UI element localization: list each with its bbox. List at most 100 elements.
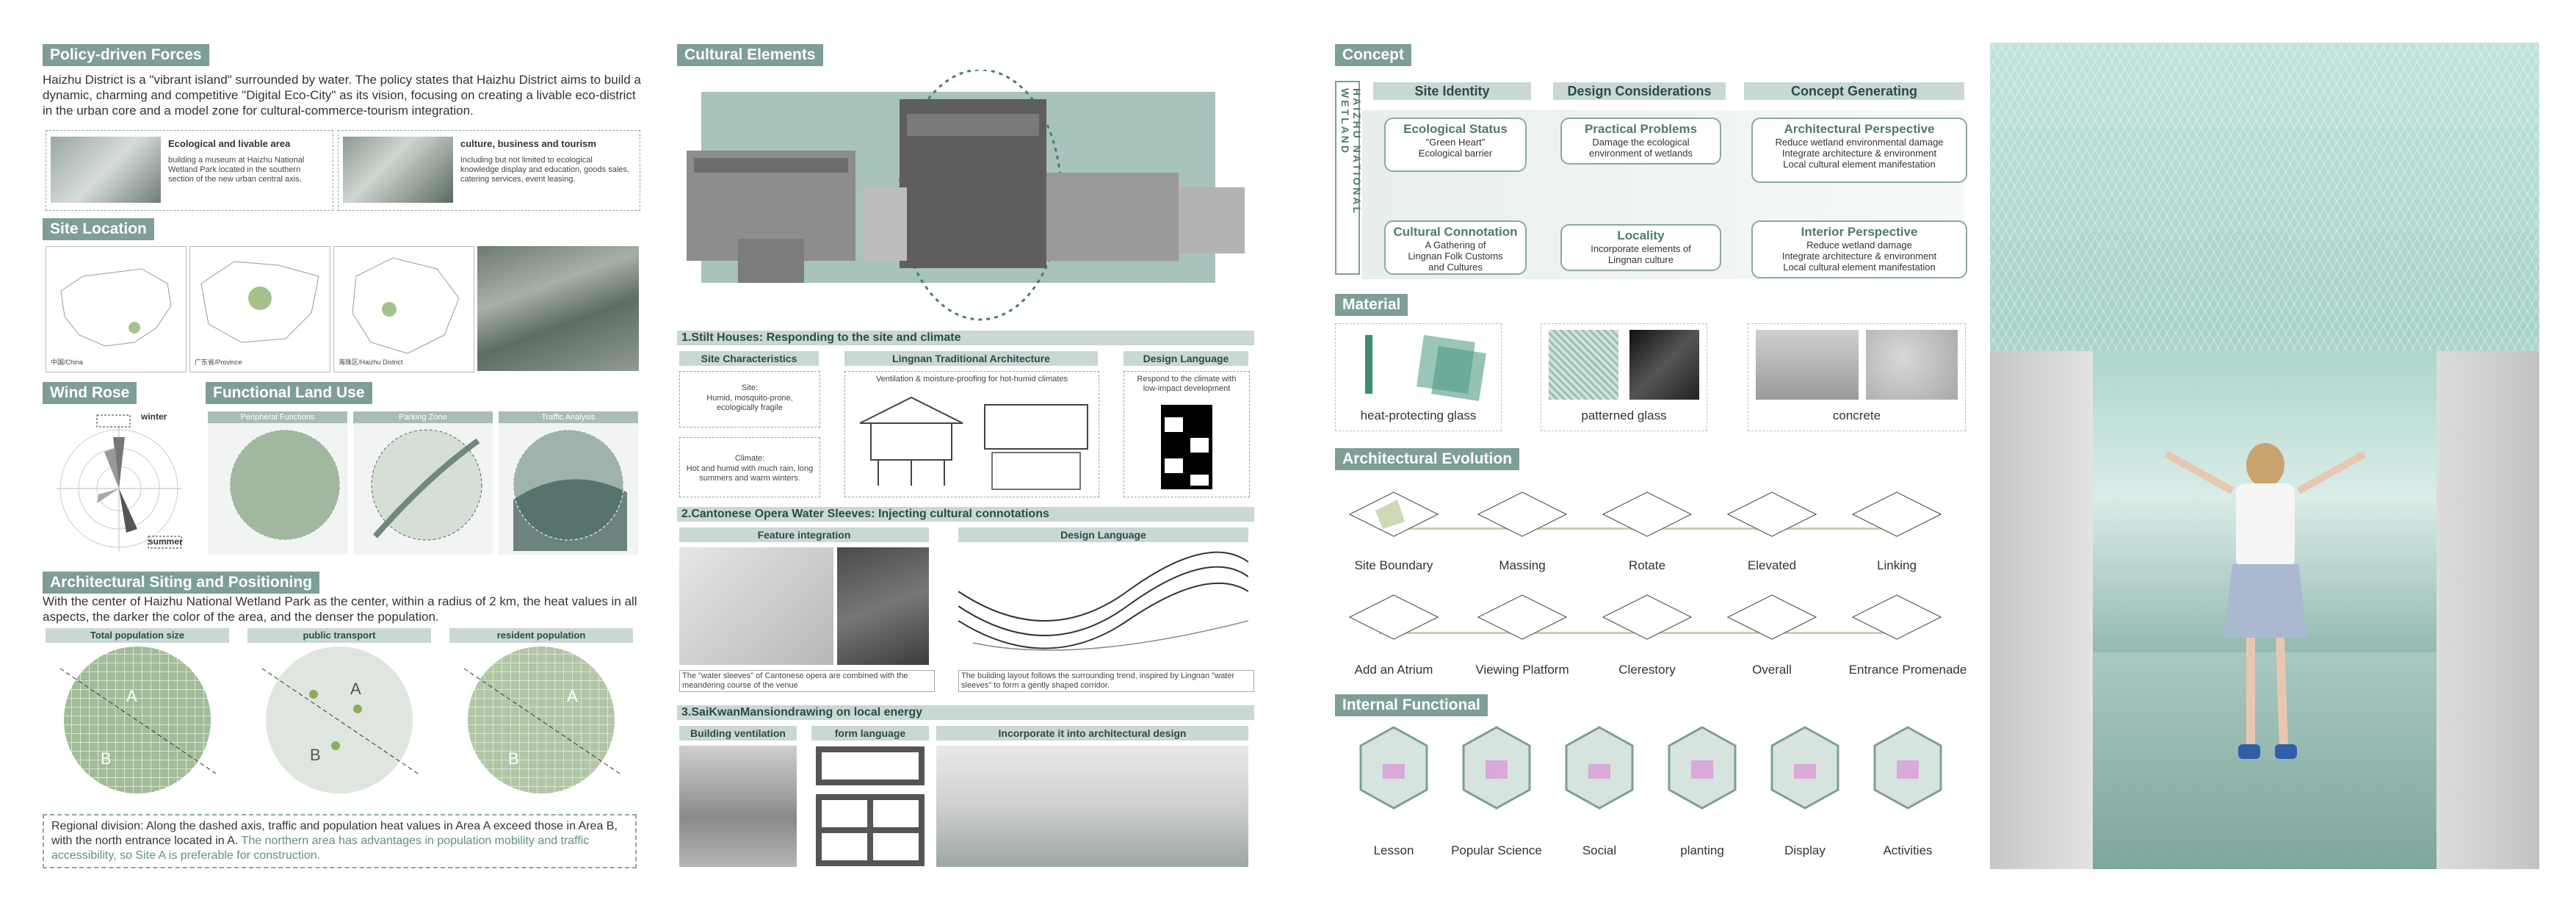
- concrete-section: [1756, 330, 1859, 400]
- function-planting: planting: [1680, 843, 1724, 857]
- land-use-panels: Peripheral Functions Parking Zone Traffi…: [208, 411, 638, 558]
- left-wall: [1990, 351, 2093, 869]
- stilt-houses-header: 1.Stilt Houses: Responding to the site a…: [677, 331, 1254, 345]
- district-outline-icon: [352, 257, 460, 354]
- grid-pattern-icon: [1161, 405, 1212, 489]
- map-province-label: 广东省/Province: [195, 359, 242, 366]
- function-popular-science: Popular Science: [1451, 843, 1542, 857]
- map-china: 中国/China: [46, 246, 187, 372]
- patterned-glass-swatch-1: [1549, 330, 1618, 400]
- heat-grid-2: [261, 647, 421, 793]
- site-satellite-photo: [477, 246, 639, 371]
- heat-map-title-3: resident population: [449, 628, 633, 643]
- evolution-header: Architectural Evolution: [1335, 448, 1520, 470]
- box-title: Cultural Connotation: [1393, 225, 1518, 239]
- concept-side-label: HAIZHU NATIONAL WETLAND: [1335, 81, 1363, 275]
- area-a-label-3: A: [567, 687, 578, 705]
- material-label-3: concrete: [1832, 408, 1881, 422]
- design-language-caption-1: Respond to the climate with low-impact d…: [1137, 375, 1237, 393]
- heat-grid-3: [463, 647, 623, 793]
- land-use-panel-3: Traffic Analysis: [499, 411, 638, 555]
- design-language-title-1: Design Language: [1124, 351, 1248, 366]
- heat-map-resident: resident population A B: [449, 628, 633, 797]
- evo-overall: Overall: [1752, 663, 1792, 677]
- eco-card-title: Ecological and livable area: [168, 138, 291, 149]
- concept-col-site-identity: Site Identity: [1373, 82, 1531, 100]
- site-box-text: Humid, mosquito-prone, ecologically frag…: [706, 394, 793, 412]
- opera-performer-photo: [679, 547, 833, 665]
- heat-map-title-1: Total population size: [46, 628, 229, 643]
- site-location-header: Site Location: [43, 218, 154, 240]
- box-desc: Reduce wetland damage Integrate architec…: [1781, 240, 1937, 273]
- culture-card-text: Including but not limited to ecological …: [460, 156, 629, 184]
- land-use-header: Functional Land Use: [206, 382, 372, 404]
- interior-rendering: [936, 746, 1248, 867]
- evo-clerestory: Clerestory: [1618, 663, 1676, 677]
- land-use-panel-1: Peripheral Functions: [208, 411, 347, 555]
- land-use-map-3: [513, 429, 627, 551]
- lingnan-architecture-title: Lingnan Traditional Architecture: [844, 351, 1098, 366]
- map-province: 广东省/Province: [189, 246, 330, 372]
- heat-glass-icon: [1365, 335, 1486, 401]
- material-header: Material: [1335, 294, 1408, 316]
- site-box-head: Site:: [741, 384, 758, 392]
- right-wall: [2436, 351, 2539, 869]
- function-lesson: Lesson: [1373, 843, 1414, 857]
- design-language-title-2: Design Language: [958, 527, 1248, 542]
- evolution-grid: Site Boundary Massing Rotate Elevated Li…: [1335, 478, 1989, 683]
- siting-header: Architectural Siting and Positioning: [43, 572, 320, 594]
- opera-caption-2: The building layout follows the surround…: [958, 670, 1254, 692]
- site-characteristics-title: Site Characteristics: [679, 351, 819, 366]
- heat-grid-1: [59, 647, 219, 793]
- climate-box-text: Hot and humid with much rain, long summe…: [686, 464, 814, 483]
- box-title: Interior Perspective: [1801, 225, 1918, 239]
- culture-card-title: culture, business and tourism: [460, 138, 596, 149]
- concrete-swatch: [1866, 330, 1958, 400]
- map-district: 海珠区/Haizhu District: [333, 246, 474, 372]
- area-b-label-2: B: [310, 746, 321, 764]
- heat-maps: Total population size A B public transpo…: [46, 628, 633, 804]
- concept-box-ecological: Ecological Status"Green Heart" Ecologica…: [1384, 118, 1527, 172]
- ventilation-photo: [679, 746, 797, 867]
- material-concrete: concrete: [1748, 323, 1966, 431]
- regional-note-highlight: The northern area has advantages in popu…: [51, 835, 590, 862]
- wind-rose-chart: [57, 414, 182, 551]
- eco-photo: [51, 137, 161, 203]
- land-use-map-1: [229, 429, 341, 541]
- policy-header: Policy-driven Forces: [43, 44, 209, 66]
- policy-card-eco: Ecological and livable area building a m…: [46, 130, 333, 211]
- concept-col-generating: Concept Generating: [1744, 82, 1964, 100]
- heat-map-title-2: public transport: [247, 628, 431, 643]
- land-tab-3: Traffic Analysis: [499, 411, 638, 423]
- box-desc: "Green Heart" Ecological barrier: [1418, 137, 1493, 159]
- evolution-axonometrics: [1348, 491, 1942, 640]
- patterned-glass-swatch-2: [1629, 330, 1699, 400]
- material-label-1: heat-protecting glass: [1360, 408, 1477, 422]
- stilt-house-sketches: [859, 396, 1088, 490]
- area-b-label-1: B: [101, 749, 112, 768]
- area-a-label-2: A: [350, 680, 361, 698]
- wind-winter-label: winter: [141, 411, 167, 422]
- province-outline-icon: [200, 261, 319, 343]
- evo-entrance-promenade: Entrance Promenade: [1848, 663, 1967, 677]
- climate-box: Climate: Hot and humid with much rain, l…: [679, 437, 820, 497]
- function-social: Social: [1582, 843, 1617, 857]
- incorporate-title: Incorporate it into architectural design: [936, 726, 1248, 741]
- feature-integration-title: Feature integration: [679, 527, 929, 542]
- land-use-map-2: [371, 429, 482, 541]
- map-china-label: 中国/China: [51, 359, 84, 366]
- wind-summer-label: summer: [148, 536, 183, 547]
- policy-text: Haizhu District is a "vibrant island" su…: [43, 73, 641, 118]
- land-tab-2: Parking Zone: [353, 411, 493, 423]
- collage-buildings: [687, 70, 1245, 321]
- water-sleeve-diagram: [958, 551, 1248, 651]
- regional-note-text: Regional division: Along the dashed axis…: [51, 819, 632, 863]
- evo-elevated: Elevated: [1747, 558, 1797, 572]
- land-use-panel-2: Parking Zone: [353, 411, 493, 555]
- floor: [2093, 652, 2436, 869]
- siting-text: With the center of Haizhu National Wetla…: [43, 594, 637, 624]
